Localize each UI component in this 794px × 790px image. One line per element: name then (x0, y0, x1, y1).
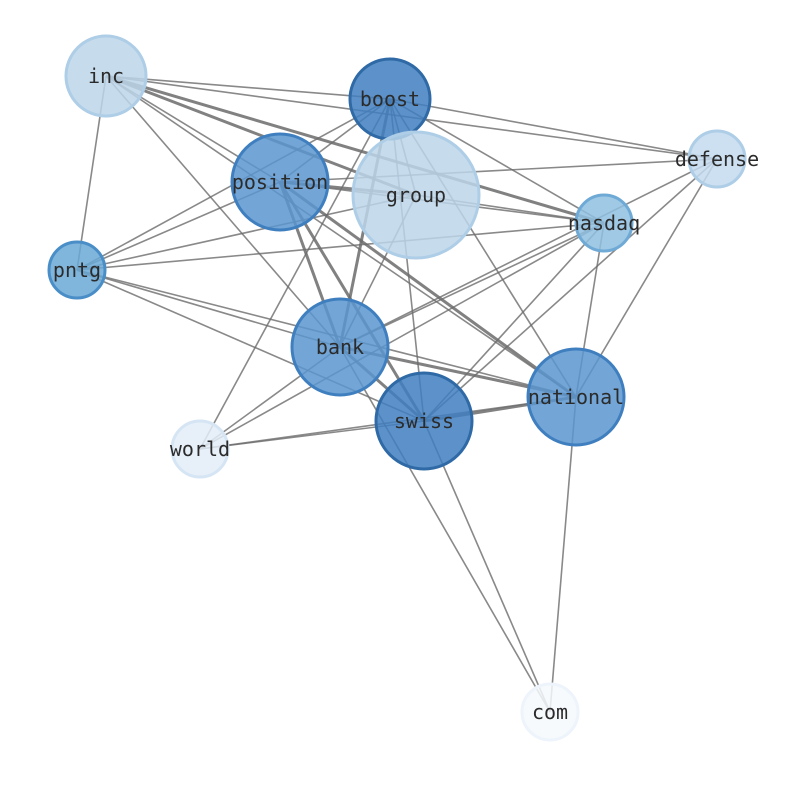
edge-position-national (279, 180, 577, 399)
node-world: world (170, 419, 230, 479)
edge-defense-swiss (423, 158, 718, 422)
node-position: position (230, 132, 330, 232)
node-group: group (351, 130, 481, 260)
edge-inc-nasdaq (105, 74, 605, 225)
node-circle-pntg (47, 240, 107, 300)
node-boost: boost (348, 57, 432, 141)
edge-bank-com (339, 346, 551, 713)
node-label-swiss: swiss (394, 409, 454, 433)
edge-nasdaq-pntg (76, 222, 605, 271)
edge-national-com (549, 396, 577, 713)
node-circle-national (526, 347, 626, 447)
edge-inc-boost (105, 75, 391, 100)
node-label-inc: inc (88, 64, 124, 88)
node-national: national (526, 347, 626, 447)
node-label-bank: bank (316, 335, 364, 359)
node-label-world: world (170, 437, 230, 461)
node-circle-nasdaq (574, 193, 634, 253)
node-circle-swiss (374, 371, 474, 471)
node-label-nasdaq: nasdaq (568, 211, 640, 235)
node-circle-bank (290, 297, 390, 397)
node-circle-com (520, 682, 580, 742)
node-pntg: pntg (47, 240, 107, 300)
edge-defense-bank (339, 158, 718, 348)
edge-position-defense (279, 158, 718, 183)
edge-inc-national (105, 75, 577, 398)
edge-pntg-swiss (76, 269, 425, 422)
node-label-national: national (528, 385, 624, 409)
node-circle-position (230, 132, 330, 232)
edge-swiss-com (423, 420, 551, 713)
node-circle-group (351, 130, 481, 260)
node-circle-defense (687, 129, 747, 189)
node-com: com (520, 682, 580, 742)
node-label-com: com (532, 700, 568, 724)
node-label-pntg: pntg (53, 258, 101, 282)
edge-nasdaq-world (199, 222, 605, 450)
edge-boost-world (199, 98, 391, 450)
node-swiss: swiss (374, 371, 474, 471)
node-circle-inc (64, 34, 148, 118)
graph-nodes: inc boost defense position group nasdaq pntg ba… (47, 34, 759, 742)
node-label-defense: defense (675, 147, 759, 171)
node-label-boost: boost (360, 87, 420, 111)
edge-inc-bank (105, 75, 341, 348)
node-nasdaq: nasdaq (568, 193, 640, 253)
node-inc: inc (64, 34, 148, 118)
edge-boost-defense (389, 98, 718, 160)
node-label-group: group (386, 183, 446, 207)
node-bank: bank (290, 297, 390, 397)
node-label-position: position (232, 170, 328, 194)
node-circle-world (170, 419, 230, 479)
node-defense: defense (675, 129, 759, 189)
